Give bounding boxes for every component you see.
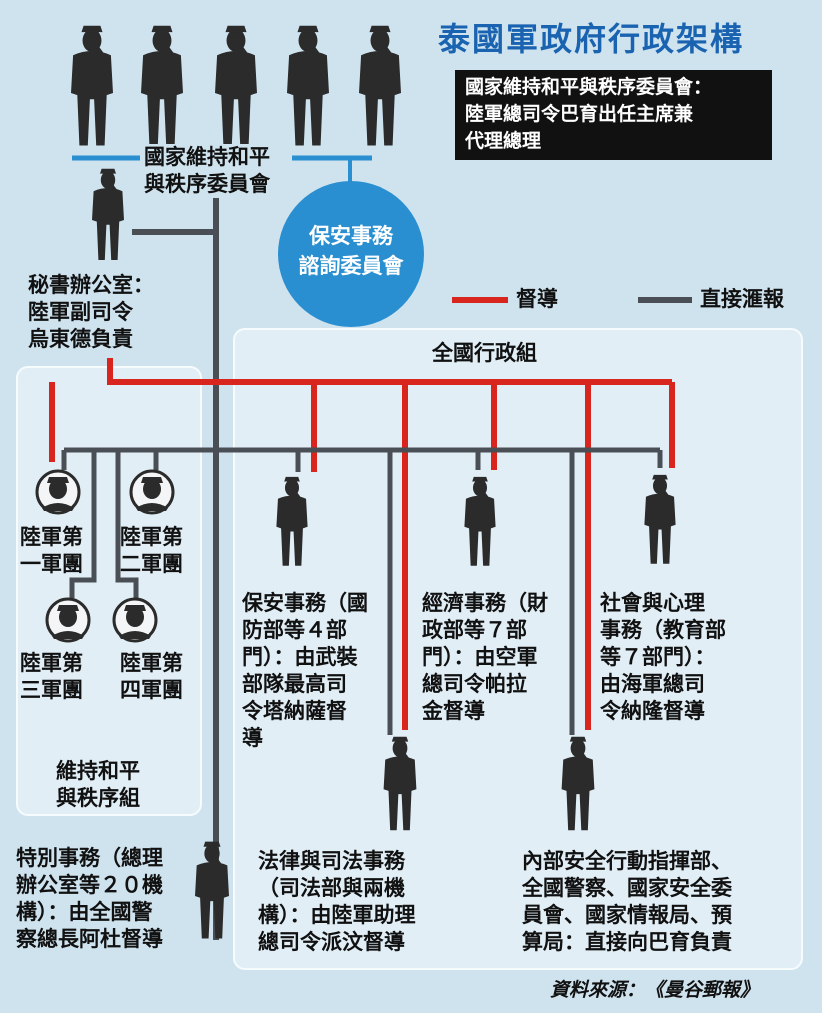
source-note: 資料來源：《曼谷郵報》 bbox=[550, 979, 760, 1001]
army3-label: 陸軍第 三軍團 bbox=[20, 651, 83, 702]
army-head-icon bbox=[45, 597, 91, 643]
soldier-icon bbox=[561, 736, 595, 831]
legend-report-label: 直接滙報 bbox=[700, 287, 784, 311]
legend-supervise-label: 督導 bbox=[516, 287, 558, 311]
peace-order-panel bbox=[16, 366, 202, 816]
soldier-icon bbox=[383, 736, 417, 831]
soldier-icon bbox=[92, 168, 124, 260]
special-affairs-label: 特別事務（總理 辦公室等２０機 構）：由全國警 察總長阿杜督導 bbox=[16, 846, 163, 951]
army-head-icon bbox=[129, 469, 175, 515]
economic-affairs-label: 經濟事務（財 政部等７部 門）：由空軍 總司令帕拉 金督導 bbox=[422, 591, 548, 723]
national-admin-label: 全國行政組 bbox=[432, 341, 537, 365]
soldier-icon bbox=[287, 25, 329, 146]
army-head-icon bbox=[112, 597, 158, 643]
soldier-icon bbox=[276, 476, 308, 566]
legal-affairs-label: 法律與司法事務 （司法部與兩機 構）：由陸軍助理 總司令派汶督導 bbox=[258, 849, 416, 954]
red-from-secretary bbox=[107, 358, 672, 385]
national-admin-panel bbox=[233, 328, 803, 970]
info-box: 國家維持和平與秩序委員會： 陸軍總司令巴育出任主席兼 代理總理 bbox=[455, 70, 772, 160]
secretary-office-label: 秘書辦公室： 陸軍副司令 烏東德負責 bbox=[28, 273, 154, 351]
internal-security-label: 內部安全行動指揮部、 全國警察、國家安全委 員會、國家情報局、預 算局：直接向巴… bbox=[522, 849, 732, 954]
soldier-icon bbox=[71, 25, 113, 146]
army2-label: 陸軍第 二軍團 bbox=[120, 525, 183, 576]
social-affairs-label: 社會與心理 事務（教育部 等７部門）： 由海軍總司 令納隆督導 bbox=[600, 591, 726, 723]
npocc-label: 國家維持和平 與秩序委員會 bbox=[140, 144, 274, 198]
page-title: 泰國軍政府行政架構 bbox=[438, 20, 745, 58]
soldier-icon bbox=[359, 25, 401, 146]
army1-label: 陸軍第 一軍團 bbox=[20, 525, 83, 576]
soldier-icon bbox=[215, 25, 257, 146]
security-council-circle: 保安事務 諮詢委員會 bbox=[278, 181, 424, 327]
army-head-icon bbox=[35, 469, 81, 515]
soldier-icon bbox=[464, 476, 496, 566]
grey-army3 bbox=[69, 450, 97, 598]
grey-army4 bbox=[115, 450, 139, 598]
soldier-icon bbox=[141, 25, 183, 146]
peace-order-group-label: 維持和平 與秩序組 bbox=[56, 759, 140, 810]
soldier-icon bbox=[644, 474, 676, 564]
security-affairs-label: 保安事務（國 防部等４部 門）：由武裝 部隊最高司 令塔納薩督 導 bbox=[242, 591, 368, 750]
army4-label: 陸軍第 四軍團 bbox=[120, 651, 183, 702]
